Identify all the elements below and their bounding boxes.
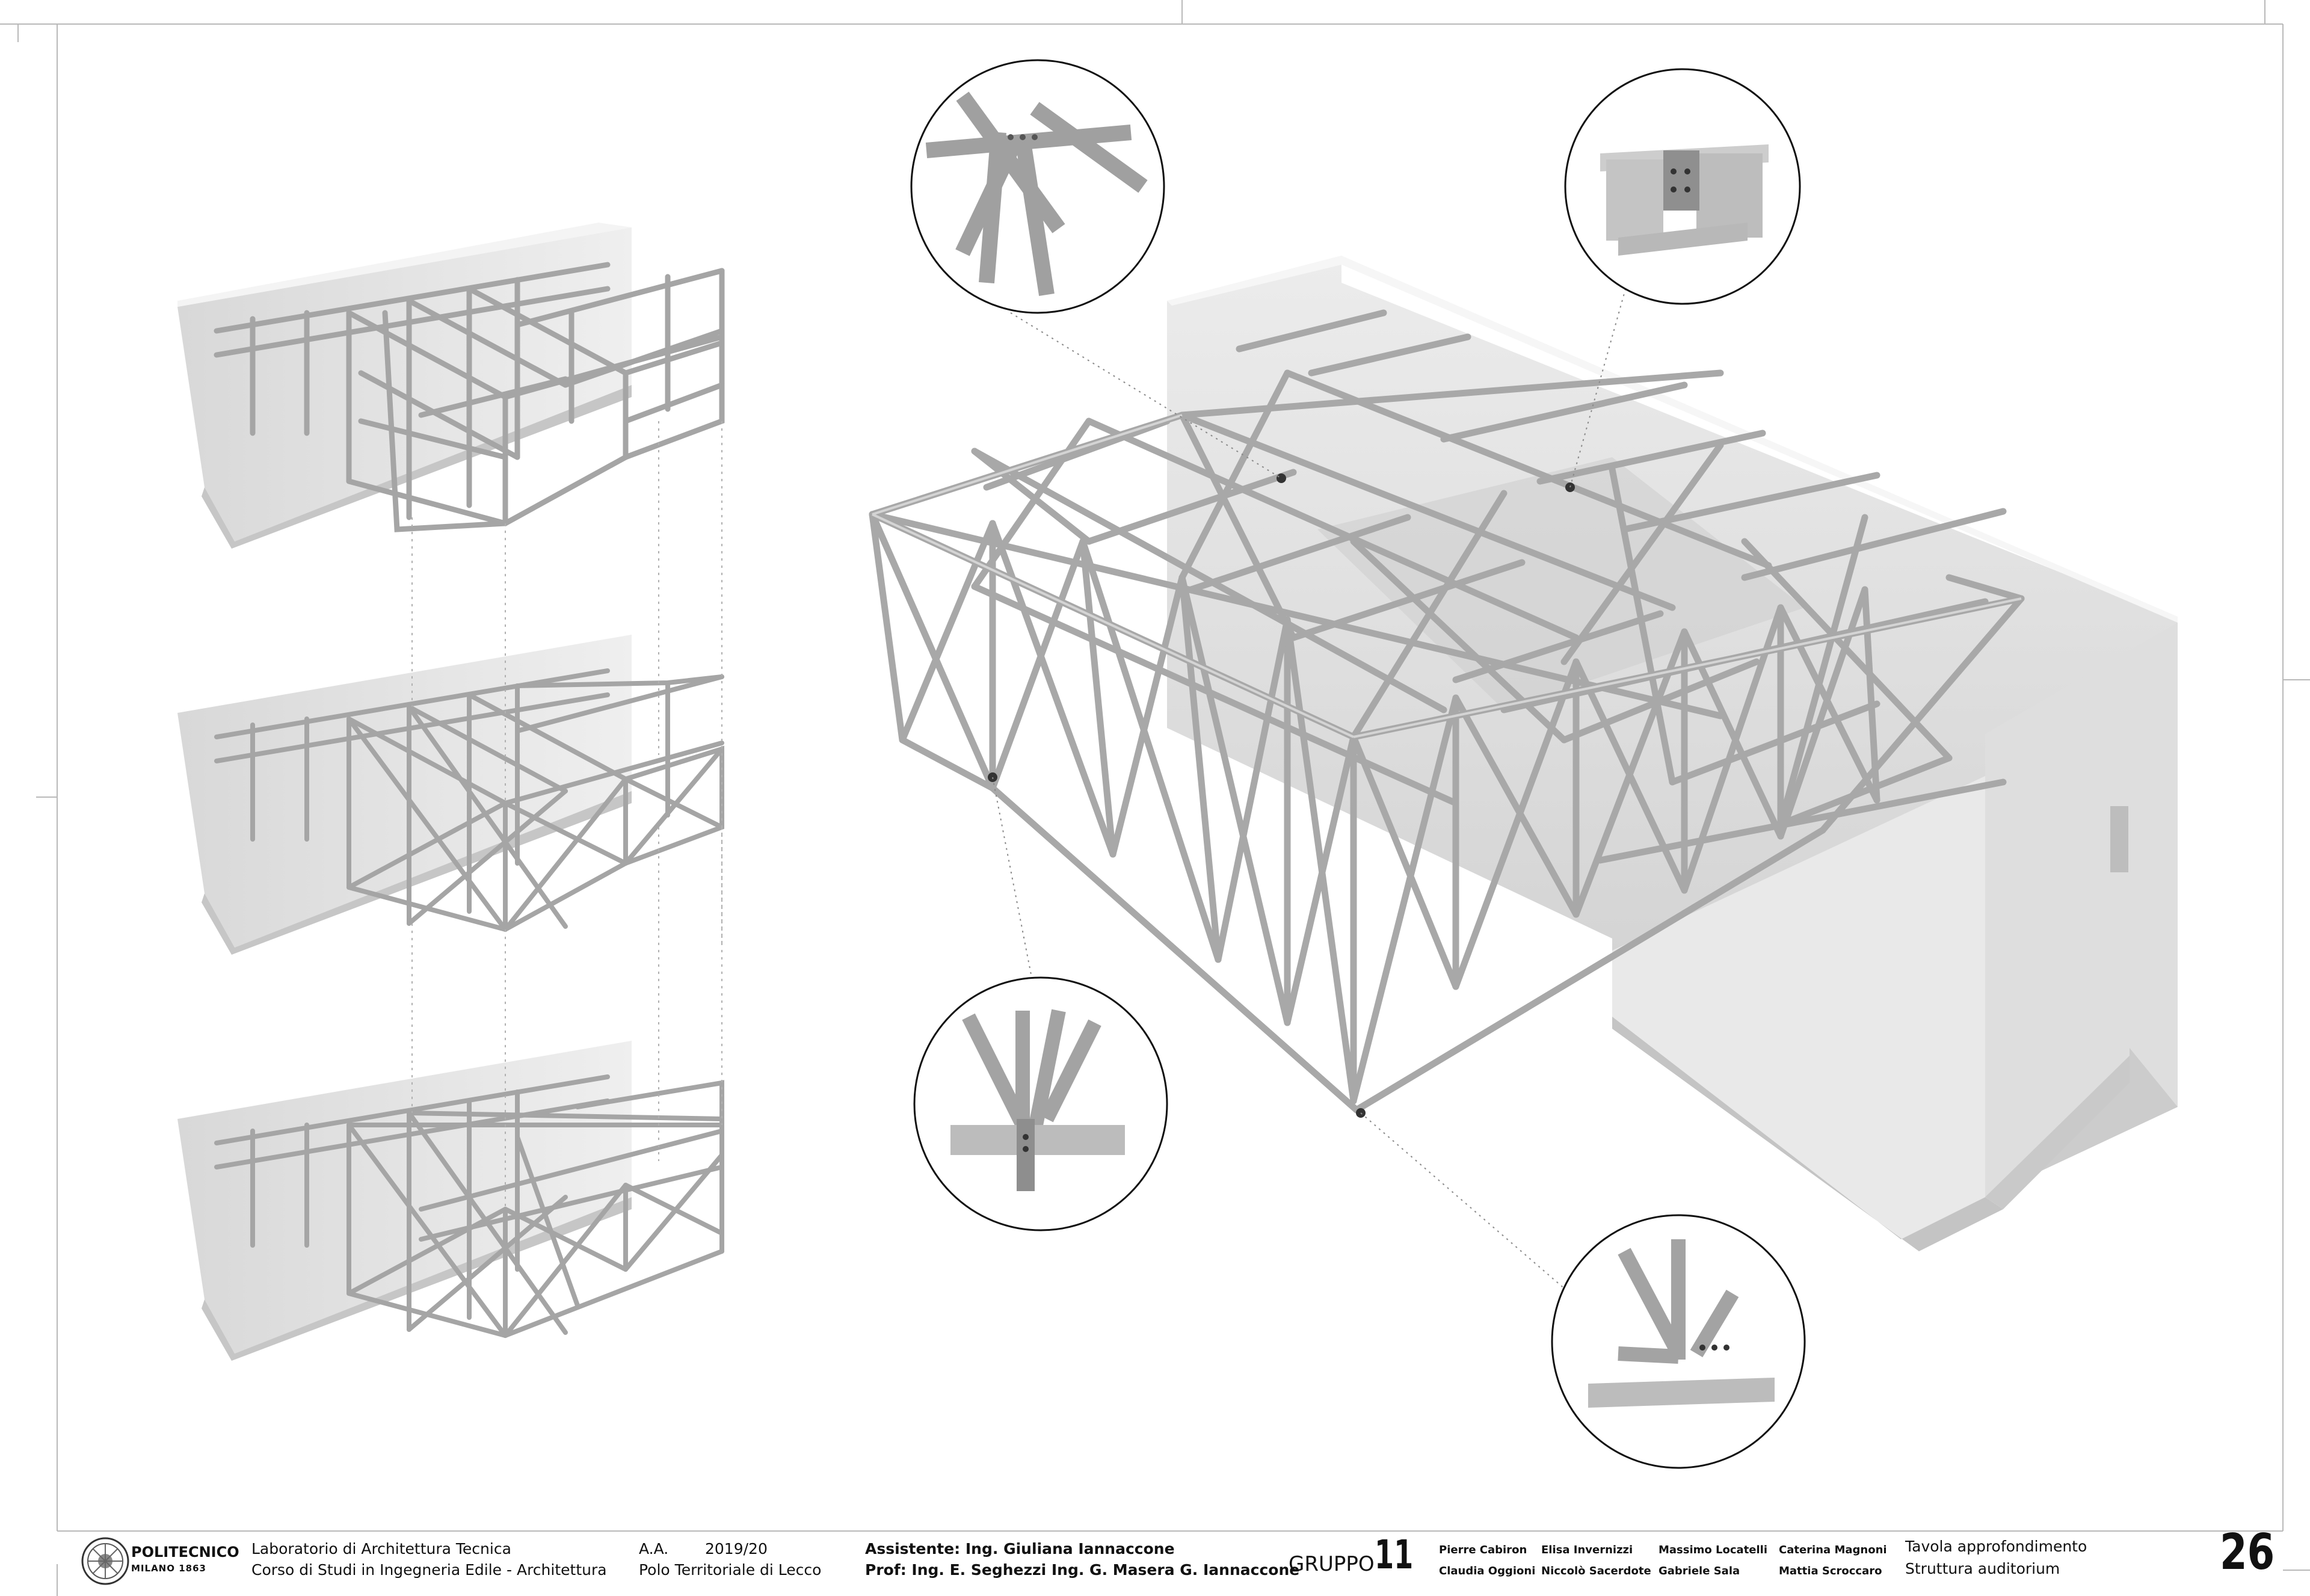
member: Mattia Scroccaro <box>1779 1565 1882 1577</box>
table-title-line2: Struttura auditorium <box>1905 1560 2060 1577</box>
assistant: Assistente: Ing. Giuliana Iannaccone <box>865 1540 1175 1557</box>
alignment-lines <box>411 421 722 1209</box>
detail-node-1 <box>910 59 1165 314</box>
member: Caterina Magnoni <box>1779 1544 1887 1556</box>
wall-opening <box>2110 806 2128 872</box>
member: Niccolò Sacerdote <box>1541 1565 1651 1577</box>
member: Claudia Oggioni <box>1439 1565 1536 1577</box>
small-model-3 <box>177 1041 724 1361</box>
campus: Polo Territoriale di Lecco <box>639 1561 822 1579</box>
table-title-line1: Tavola approfondimento <box>1905 1538 2087 1555</box>
group-label: GRUPPO <box>1289 1552 1375 1576</box>
detail-node-4 <box>1551 1214 1806 1469</box>
institution-name: POLITECNICO <box>131 1544 239 1561</box>
leader-lines <box>992 282 1628 1294</box>
main-structure-model <box>869 256 2178 1251</box>
detail-node-3 <box>913 976 1168 1231</box>
page-number: 26 <box>2220 1524 2275 1581</box>
member: Massimo Locatelli <box>1659 1544 1768 1556</box>
member: Elisa Invernizzi <box>1541 1544 1633 1556</box>
small-model-2 <box>177 635 724 955</box>
academic-year: 2019/20 <box>705 1540 768 1557</box>
member: Gabriele Sala <box>1659 1565 1740 1577</box>
member: Pierre Cabiron <box>1439 1544 1527 1556</box>
group-number: 11 <box>1375 1532 1414 1578</box>
node-marker <box>1277 473 1286 483</box>
politecnico-seal-icon <box>81 1537 129 1585</box>
institution-subtitle: MILANO 1863 <box>131 1563 206 1574</box>
academic-year-label: A.A. <box>639 1540 669 1557</box>
small-model-1 <box>177 223 725 549</box>
detail-node-2 <box>1564 68 1801 305</box>
course-title: Laboratorio di Architettura Tecnica <box>251 1540 511 1557</box>
professors: Prof: Ing. E. Seghezzi Ing. G. Masera G.… <box>865 1561 1300 1579</box>
course-program: Corso di Studi in Ingegneria Edile - Arc… <box>251 1561 607 1579</box>
node-marker <box>1565 482 1575 492</box>
